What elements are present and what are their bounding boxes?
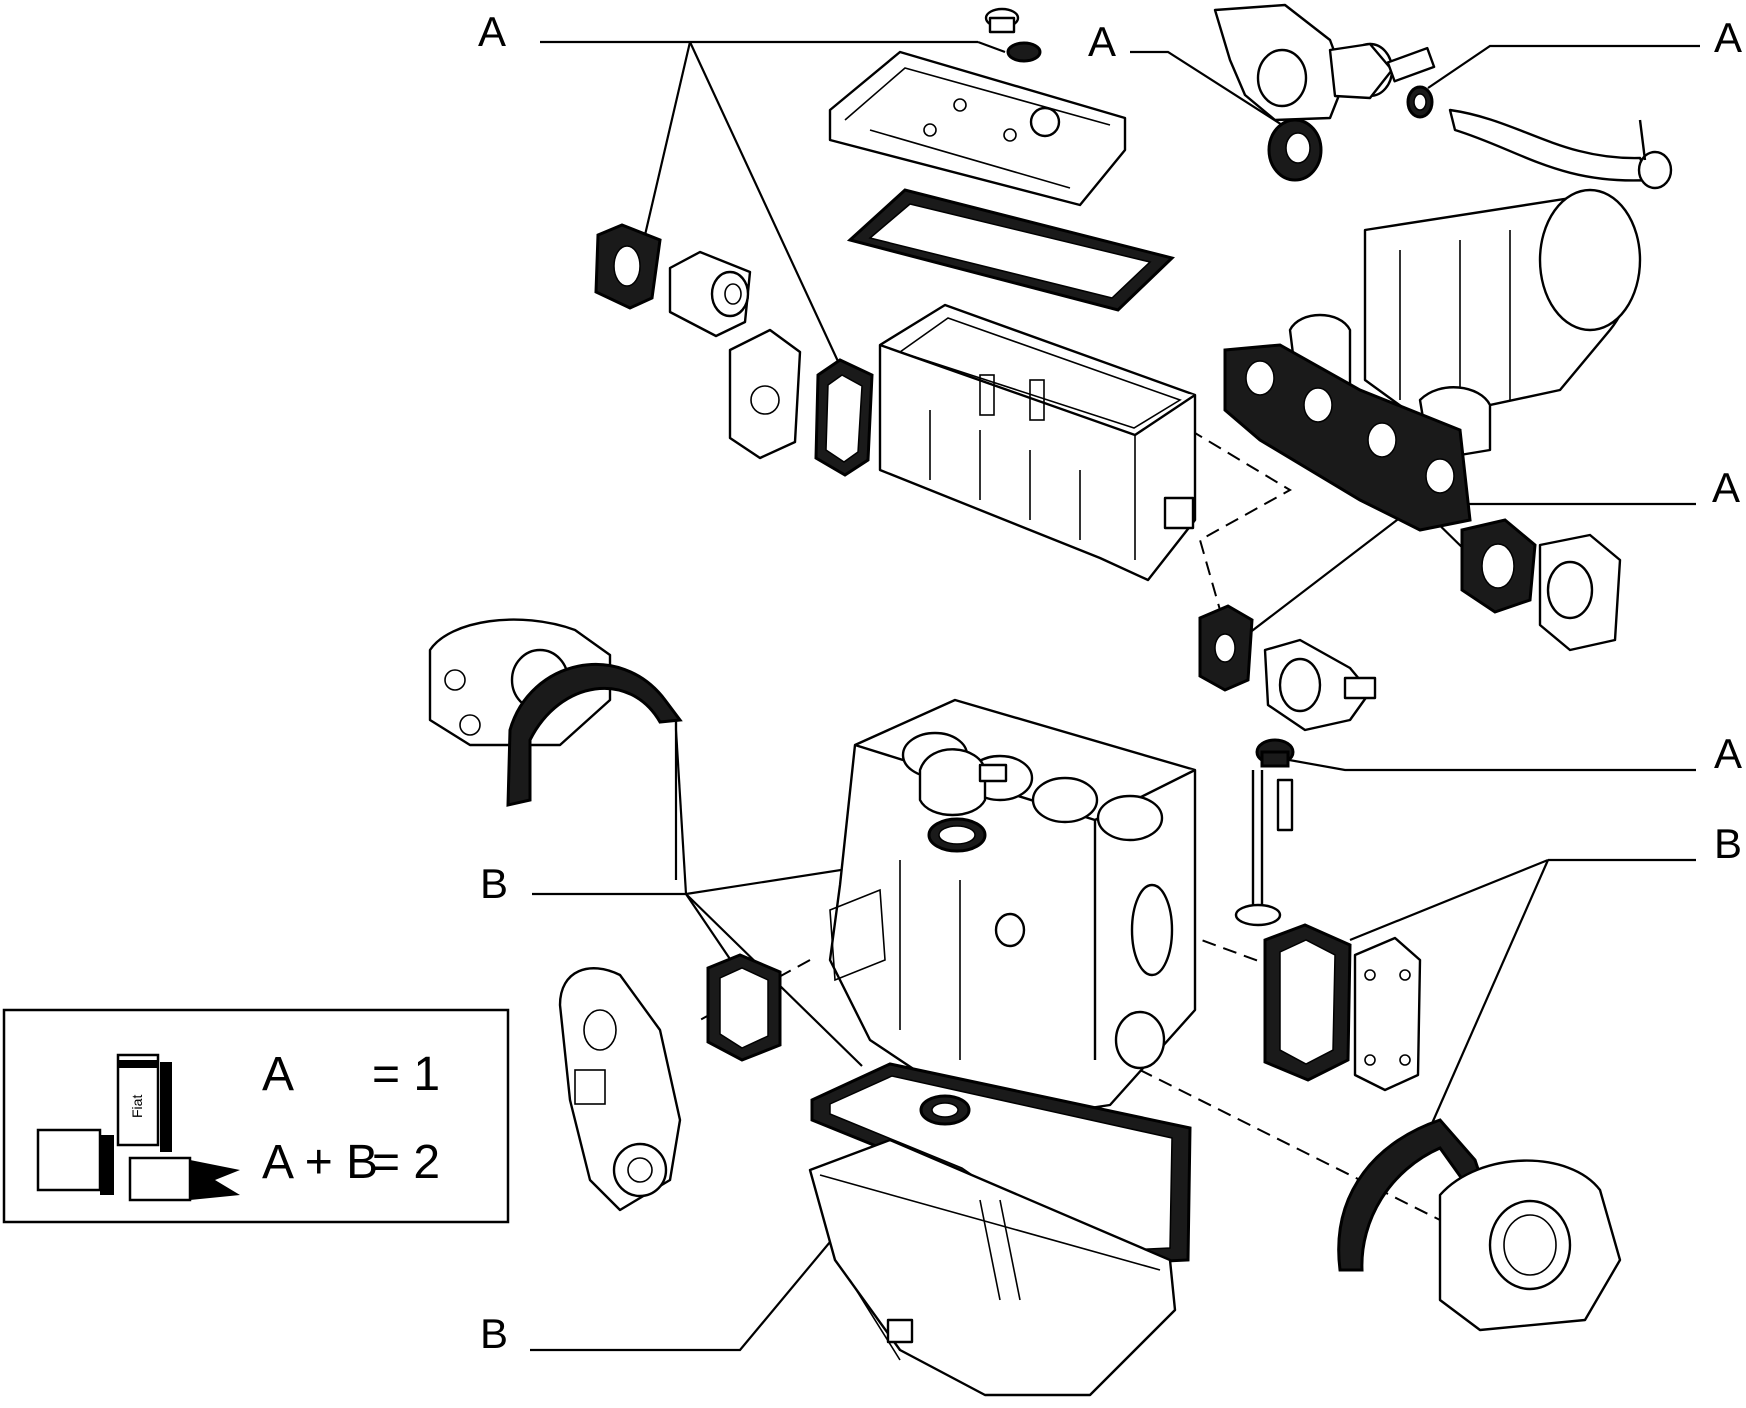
water-outlet-gasket [1267,118,1323,182]
exhaust-flange-gasket [1460,518,1537,614]
rear-seal-carrier [1438,1159,1622,1332]
side-cover-gasket [1263,923,1352,1082]
head-end-gasket-upper-left [594,223,662,310]
head-side-gasket-left [814,358,874,477]
water-pump-gasket [1198,604,1254,692]
callout-b-bottom: B [480,1310,508,1357]
thermostat-housing-left [668,250,752,338]
callout-a-top-center: A [1088,18,1116,65]
thermostat-seal [1255,738,1295,768]
drain-plug-seal [919,1094,971,1126]
legend-key-a: A [262,1048,294,1101]
cylinder-head [878,303,1197,582]
legend-key-a-plus-b: A + B [262,1136,378,1189]
gasket-kit-icon: Fiat [36,1053,240,1202]
callout-b-right: B [1714,820,1742,867]
oil-filter-adapter [918,748,1008,817]
legend-value-a-plus-b: = 2 [372,1136,440,1189]
legend-box: Fiat A = 1 A + B = 2 [2,1008,510,1224]
oil-filter-seal [927,817,987,853]
kit-box-brand: Fiat [129,1095,145,1118]
rocker-cover-gasket [846,188,1175,312]
oil-pan [808,1138,1177,1397]
legend-value-a: = 1 [372,1048,440,1101]
front-cover-gasket [706,953,782,1062]
callout-a-top-right: A [1714,14,1742,61]
manifold-gasket [1223,343,1472,532]
callout-a-right-lower: A [1714,730,1742,777]
exhaust-flange [1538,533,1622,652]
filler-cap-seal [1006,41,1042,63]
water-pump-body [1263,638,1377,732]
rocker-cover [828,50,1127,207]
cover-plate-left [728,328,802,460]
engine-block [828,698,1197,1122]
intake-manifold [1288,188,1642,462]
callout-b-left: B [480,860,508,907]
side-cover-plate [1353,936,1422,1092]
timing-cover [558,967,682,1212]
sump-gasket [810,1062,1192,1267]
timing-cover-gasket-upper [506,663,683,807]
callout-a-top-left: A [478,8,506,55]
coolant-pipe [1448,108,1673,190]
hose-oring [1406,85,1434,119]
oil-filler-cap [984,7,1020,34]
water-outlet-housing [1213,3,1436,122]
callout-a-right-middle: A [1712,464,1740,511]
valve-and-guide [1234,770,1294,927]
